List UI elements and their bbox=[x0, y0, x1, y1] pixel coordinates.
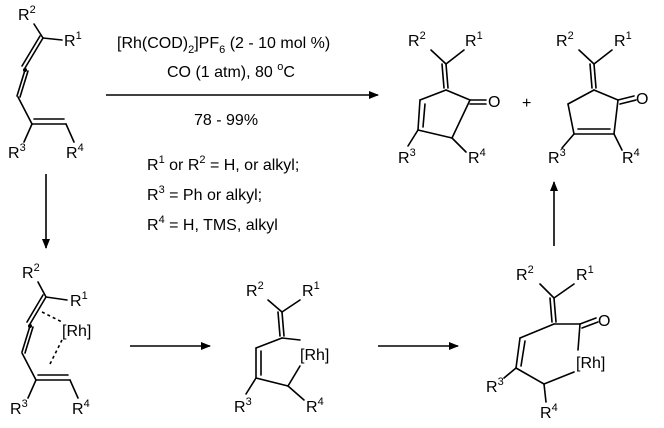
label-r2: R2 bbox=[408, 30, 426, 50]
label-r3: R3 bbox=[486, 376, 504, 396]
product-cyclopentenone-1: R2 R1 O R3 R4 bbox=[398, 30, 500, 167]
substituent-line-3: R4 = H, TMS, alkyl bbox=[147, 214, 278, 234]
label-r3: R3 bbox=[398, 147, 416, 167]
label-r4: R4 bbox=[540, 402, 558, 422]
label-oxygen: O bbox=[488, 94, 500, 111]
label-r2: R2 bbox=[246, 280, 264, 300]
label-r3: R3 bbox=[10, 398, 28, 418]
plus-sign: + bbox=[522, 95, 531, 112]
product-cyclopentenone-2: R2 R1 O R3 R4 bbox=[548, 30, 648, 167]
yield-text: 78 - 99% bbox=[194, 112, 258, 129]
starting-allenyne: R2 R1 R3 R4 bbox=[8, 4, 84, 162]
co-conditions-text: CO (1 atm), 80 oC bbox=[167, 61, 295, 81]
label-r1: R1 bbox=[576, 264, 594, 284]
label-r4: R4 bbox=[72, 398, 90, 418]
label-r4: R4 bbox=[306, 396, 324, 416]
label-r3: R3 bbox=[548, 147, 566, 167]
substituent-line-2: R3 = Ph or alkyl; bbox=[147, 184, 262, 204]
label-r2: R2 bbox=[18, 4, 36, 24]
label-r1: R1 bbox=[614, 30, 632, 50]
rh-center: [Rh] bbox=[62, 323, 91, 340]
label-r1: R1 bbox=[302, 280, 320, 300]
label-oxygen: O bbox=[636, 91, 648, 108]
rh-center: [Rh] bbox=[300, 347, 329, 364]
label-r1: R1 bbox=[465, 30, 483, 50]
label-r2: R2 bbox=[22, 262, 40, 282]
label-r4: R4 bbox=[66, 142, 84, 162]
label-r4: R4 bbox=[622, 147, 640, 167]
label-r1: R1 bbox=[64, 30, 82, 50]
reaction-conditions: [Rh(COD)2]PF6 (2 - 10 mol %) CO (1 atm),… bbox=[117, 35, 330, 234]
label-r3: R3 bbox=[234, 396, 252, 416]
catalyst-text: [Rh(COD)2]PF6 (2 - 10 mol %) bbox=[117, 35, 330, 56]
label-oxygen: O bbox=[598, 313, 610, 330]
label-r1: R1 bbox=[70, 290, 88, 310]
rh-center: [Rh] bbox=[576, 355, 605, 372]
intermediate-rhodacycle: R2 R1 [Rh] R3 R4 bbox=[234, 280, 329, 416]
label-r3: R3 bbox=[8, 142, 26, 162]
intermediate-acyl-rhodacycle: R2 R1 O [Rh] R3 R4 bbox=[486, 264, 610, 422]
label-r4: R4 bbox=[468, 147, 486, 167]
label-r2: R2 bbox=[556, 30, 574, 50]
intermediate-rh-complex: R2 R1 [Rh] R3 R4 bbox=[10, 262, 91, 418]
label-r2: R2 bbox=[516, 264, 534, 284]
substituent-line-1: R1 or R2 = H, or alkyl; bbox=[147, 154, 299, 174]
